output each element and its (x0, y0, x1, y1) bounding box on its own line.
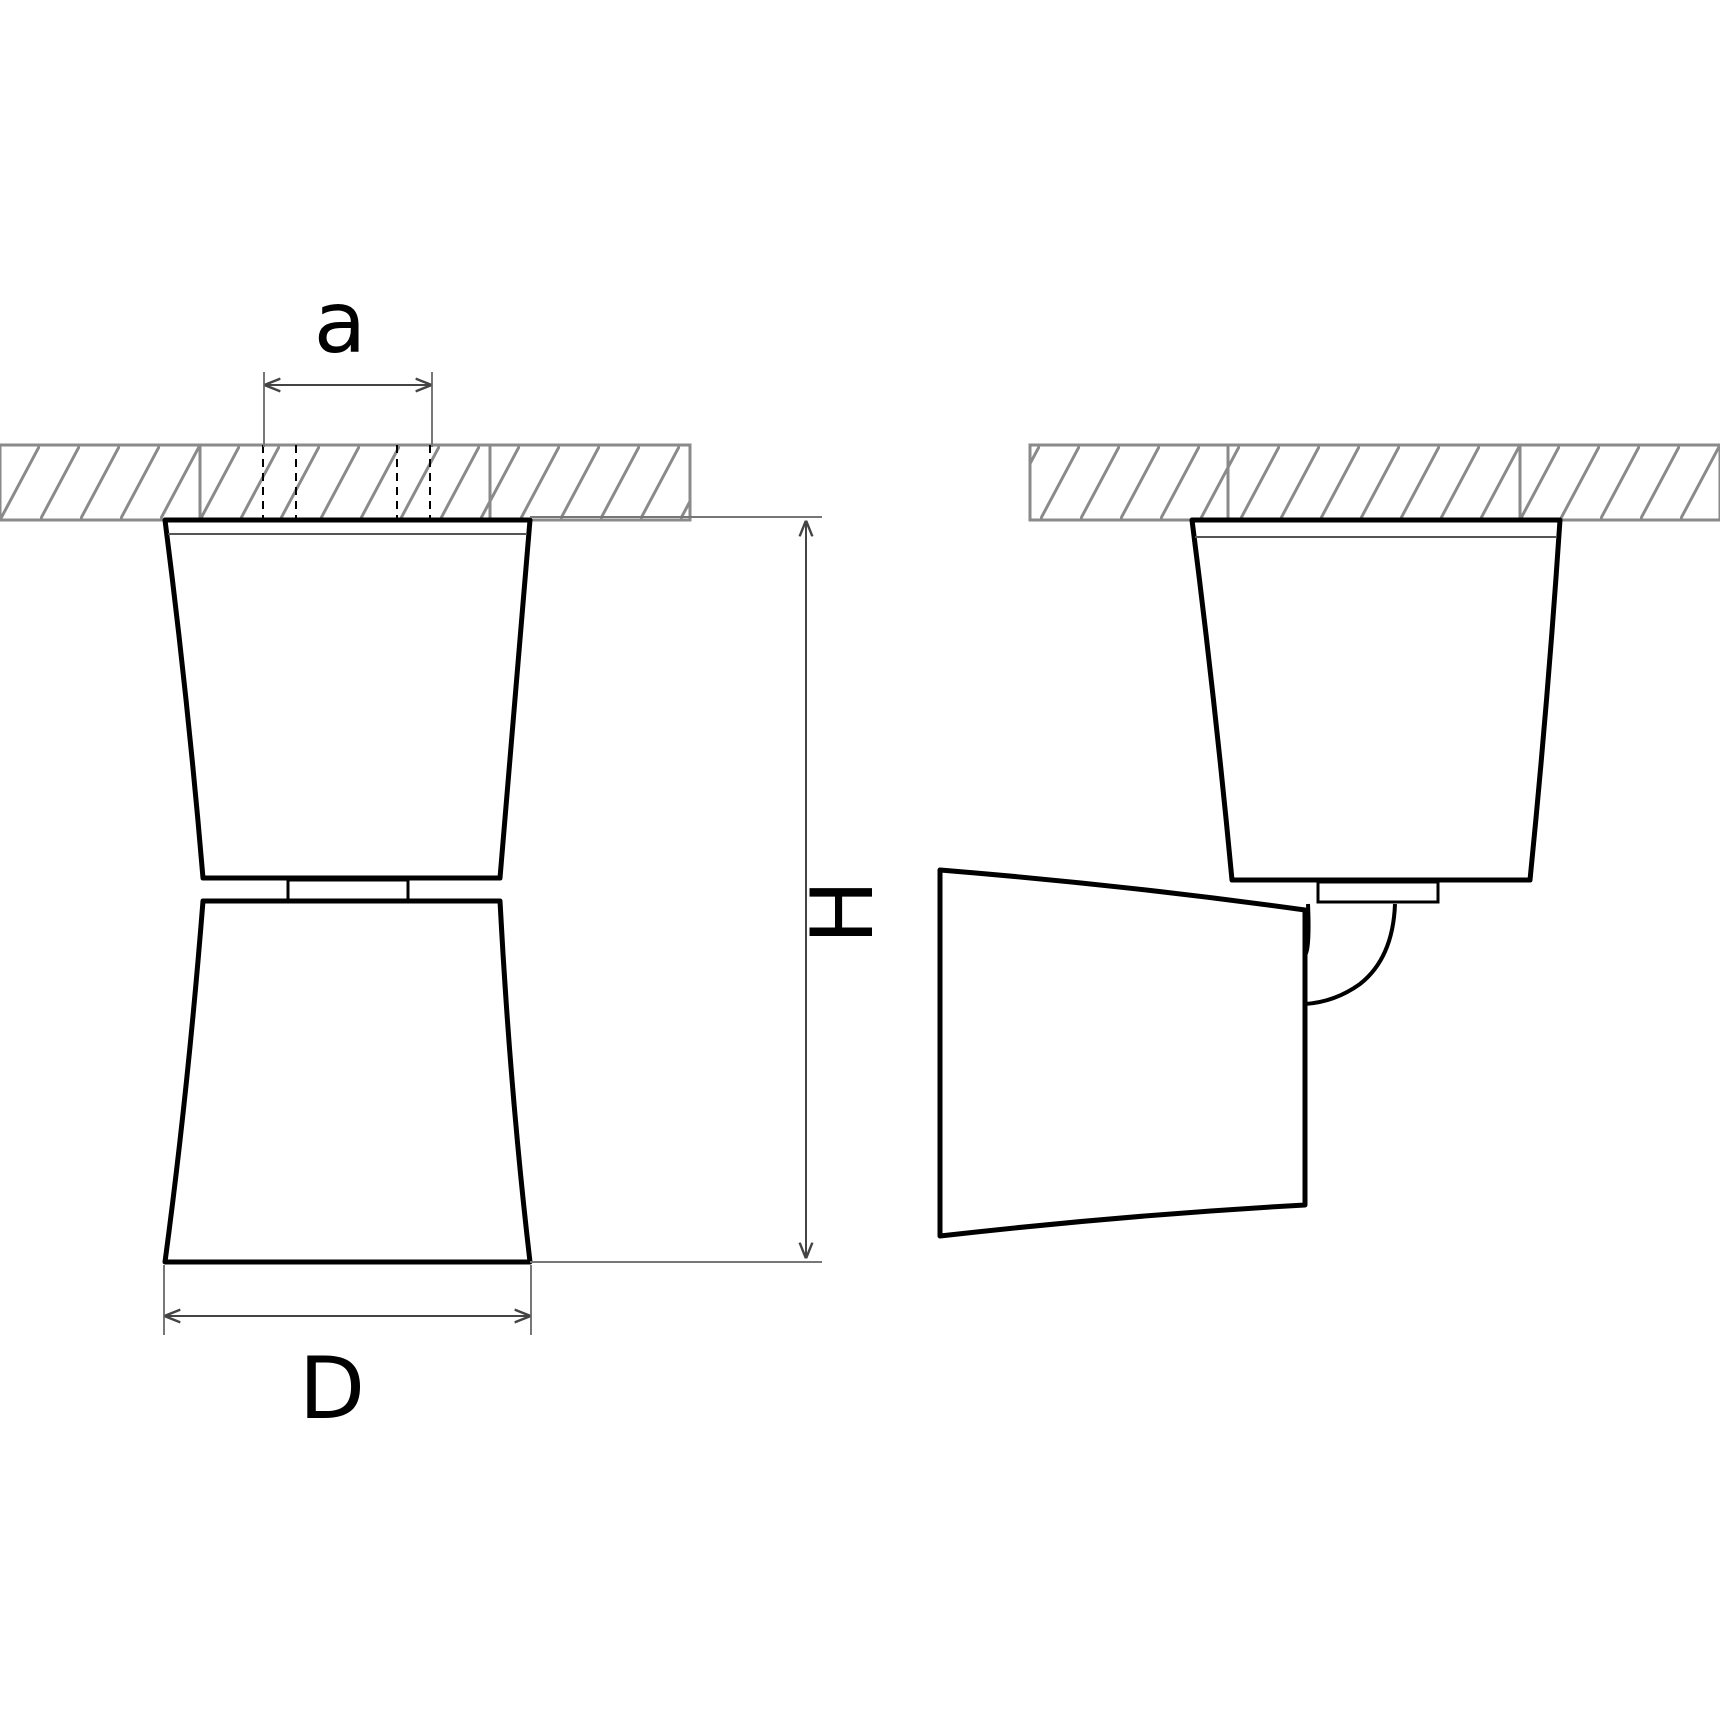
dimension-h-label: H (793, 880, 893, 945)
left-ceiling-hatch (0, 445, 690, 520)
right-bracket-arm-outer (1296, 903, 1397, 1006)
dimension-d: D (163, 1265, 532, 1439)
left-upper-body (162, 517, 533, 881)
right-spot-head (937, 867, 1308, 1239)
dimension-d-label: D (299, 1339, 365, 1439)
dimension-a-label: a (314, 273, 367, 373)
right-ceiling-hatch (1030, 445, 1720, 520)
left-fixture (162, 517, 533, 1265)
right-canopy-body (1189, 517, 1563, 883)
left-lower-body (162, 898, 533, 1265)
right-fixture (937, 517, 1563, 1239)
dimension-h: H (530, 516, 893, 1263)
dimension-a: a (263, 273, 433, 447)
left-ceiling-slab (0, 443, 692, 522)
left-body-joint (286, 878, 410, 902)
right-ceiling-slab (1028, 443, 1720, 522)
right-swivel-plate (1316, 880, 1440, 904)
